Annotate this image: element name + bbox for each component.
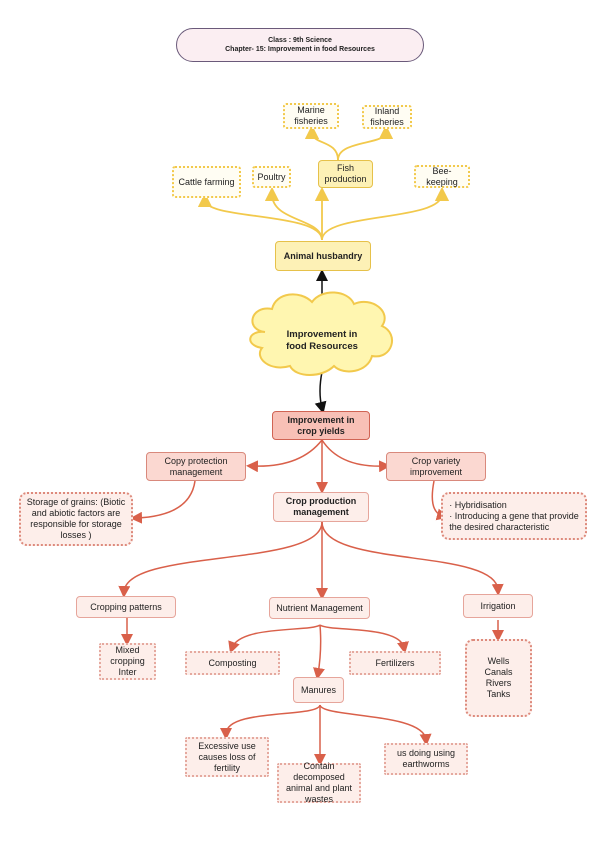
link-protection-storage	[130, 480, 196, 524]
nutrient-management-node: Nutrient Management	[269, 597, 370, 619]
excessive-use-node: Excessive use causes loss of fertility	[185, 737, 269, 777]
link-variety-list	[431, 480, 449, 521]
header-class: Class : 9th Science	[268, 37, 332, 44]
link-crop-variety	[321, 439, 391, 473]
fertilizers-node: Fertilizers	[349, 651, 441, 675]
link-nutrient-composting	[228, 624, 321, 654]
variety-item: the desired characteristic	[449, 521, 550, 532]
irrigation-item: Canals	[484, 667, 513, 677]
crop-protection-node: Copy protection management	[146, 452, 246, 481]
poultry-node: Poultry	[252, 166, 291, 188]
header-chapter: Chapter- 15: Improvement in food Resourc…	[225, 46, 375, 53]
crop-production-node: Crop production management	[273, 492, 369, 522]
link-manures-excessive	[220, 704, 321, 740]
link-nutrient-manures	[313, 624, 325, 680]
link-production-irrigation	[321, 521, 504, 596]
marine-fisheries-node: Marine fisheries	[283, 103, 339, 129]
link-animal-bee	[321, 186, 450, 241]
irrigation-item: Rivers	[485, 678, 512, 688]
link-center-to-crop	[314, 371, 327, 414]
link-production-cropping	[118, 521, 323, 598]
variety-item: · Introducing a gene that provide	[449, 510, 579, 521]
manures-node: Manures	[293, 677, 344, 703]
cloud-shape	[249, 291, 393, 376]
composting-node: Composting	[185, 651, 280, 675]
irrigation-sources-node: Wells Canals Rivers Tanks	[465, 639, 532, 717]
link-animal-cattle	[197, 192, 323, 241]
link-crop-protection	[246, 439, 323, 473]
chapter-header: Class : 9th Science Chapter- 15: Improve…	[176, 28, 424, 62]
link-animal-poultry	[264, 186, 323, 241]
link-nutrient-fertilizers	[319, 624, 409, 654]
link-fish-inland	[337, 124, 394, 161]
cropping-types-node: Mixed cropping Inter	[99, 643, 156, 680]
center-topic: Improvement in food Resources	[286, 329, 358, 352]
variety-methods-node: · Hybridisation · Introducing a gene tha…	[441, 492, 587, 540]
link-manures-worms	[319, 704, 432, 746]
crop-yields-node: Improvement in crop yields	[272, 411, 370, 440]
storage-of-grains-node: Storage of grains: (Biotic and abiotic f…	[19, 492, 133, 546]
cropping-patterns-node: Cropping patterns	[76, 596, 176, 618]
link-fish-marine	[304, 124, 339, 161]
irrigation-item: Wells	[487, 656, 510, 666]
contain-wastes-node: Contain decomposed animal and plant wast…	[277, 761, 361, 804]
bee-keeping-node: Bee- keeping	[414, 165, 470, 188]
variety-item: · Hybridisation	[449, 499, 507, 510]
variety-methods-list: · Hybridisation · Introducing a gene tha…	[449, 500, 579, 533]
cattle-farming-node: Cattle farming	[172, 166, 241, 198]
irrigation-item: Tanks	[486, 689, 511, 699]
fish-production-node: Fish production	[318, 160, 373, 188]
animal-husbandry-node: Animal husbandry	[275, 241, 371, 271]
inland-fisheries-node: Inland fisheries	[362, 105, 412, 129]
crop-variety-node: Crop variety improvement	[386, 452, 486, 481]
irrigation-node: Irrigation	[463, 594, 533, 618]
earthworms-node: us doing using earthworms	[384, 743, 468, 775]
